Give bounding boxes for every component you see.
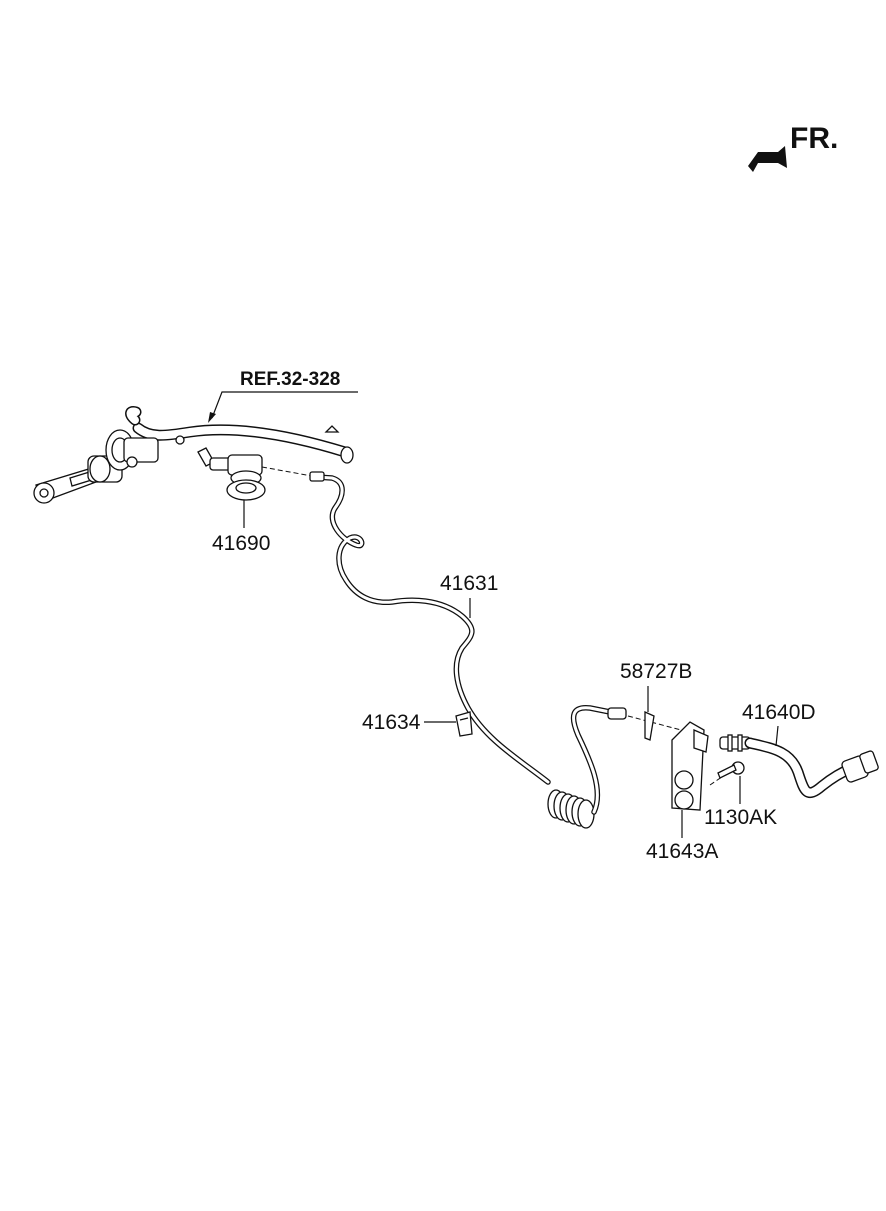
clip-41634 [455, 711, 473, 737]
bracket-41643A [671, 721, 709, 811]
callout-41690: 41690 [212, 500, 270, 555]
callout-text-41631: 41631 [440, 572, 498, 595]
fluid-supply-pipe [125, 406, 354, 464]
callout-41634: 41634 [362, 711, 456, 734]
clutch-master-cylinder [33, 429, 185, 504]
coiled-tube-section [547, 705, 701, 829]
front-arrow-icon [748, 146, 787, 172]
hose-41640D [719, 734, 879, 798]
front-label: FR. [790, 122, 838, 155]
callout-text-41640D: 41640D [742, 701, 816, 724]
clutch-tube-41631 [309, 471, 551, 785]
callout-58727B: 58727B [620, 660, 692, 712]
callout-41631: 41631 [440, 572, 498, 618]
callout-41643A: 41643A [646, 810, 718, 863]
callout-text-41690: 41690 [212, 532, 270, 555]
callout-text-58727B: 58727B [620, 660, 692, 683]
reference-label: REF.32-328 [240, 369, 340, 390]
callout-41640D: 41640D [742, 701, 816, 747]
callout-text-41634: 41634 [362, 711, 421, 734]
bolt-1130AK [709, 761, 745, 786]
callout-1130AK: 1130AK [704, 776, 777, 829]
reservoir-connector-41690 [197, 447, 313, 501]
callout-text-1130AK: 1130AK [704, 806, 777, 829]
front-direction-indicator: FR. [748, 122, 838, 172]
reference-callout: REF.32-328 [208, 369, 358, 423]
clip-58727B [644, 710, 655, 741]
callout-text-41643A: 41643A [646, 840, 718, 863]
